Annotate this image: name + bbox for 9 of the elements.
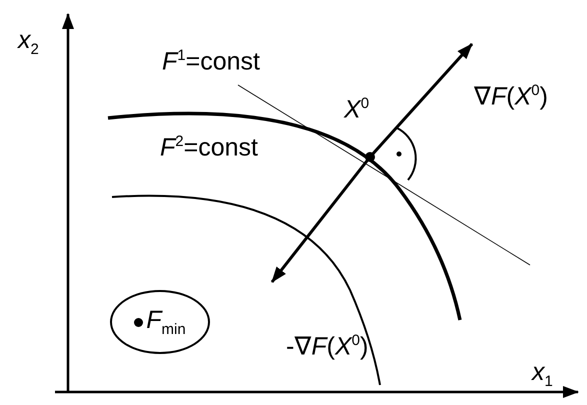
math-label: F$^{1}$=const: [162, 48, 260, 74]
math-label: x$_{1}$: [532, 360, 553, 389]
math-label: X$^{0}$: [344, 96, 370, 122]
math-label: -∇F(X$^{0}$): [286, 333, 368, 360]
math-label: F$_{min}$: [146, 308, 186, 336]
math-label: F$^{2}$=const: [160, 134, 258, 160]
math-label: ∇F(X$^{0}$): [474, 83, 548, 110]
region-ellipse: [110, 290, 210, 354]
math-label: x$_{2}$: [18, 28, 39, 57]
